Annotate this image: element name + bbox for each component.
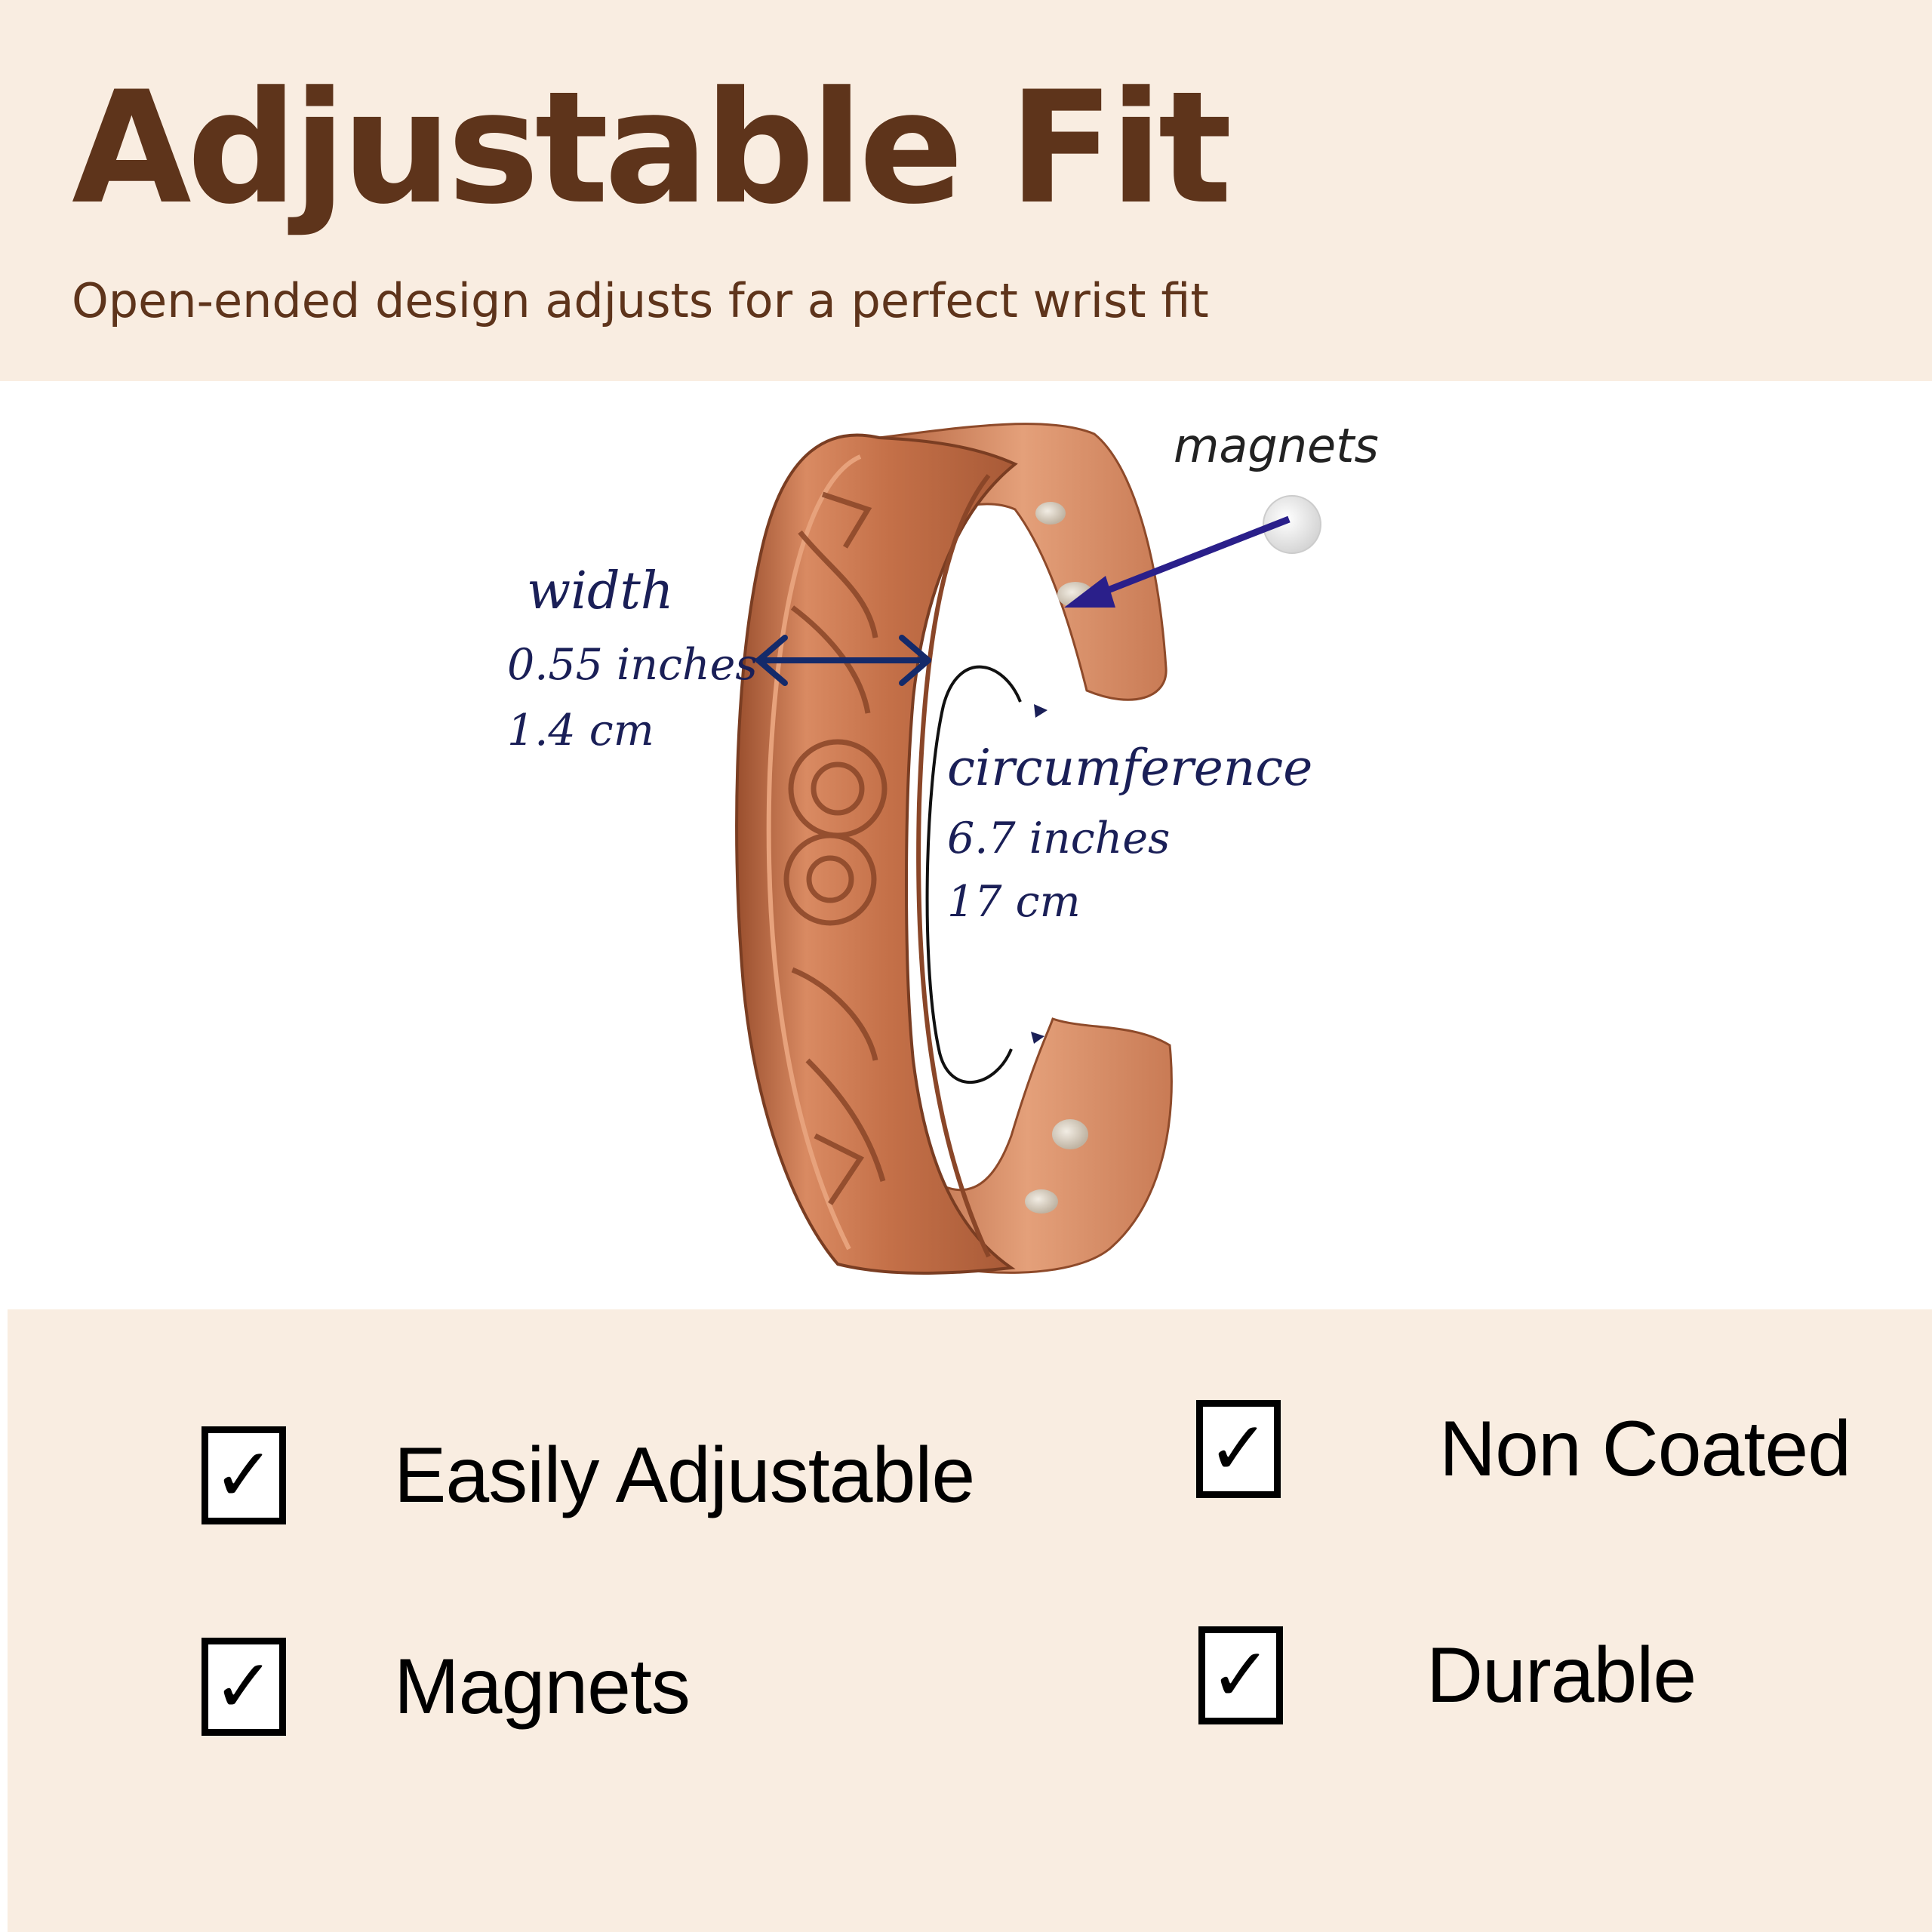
checkbox-checked-icon: ✓ (1198, 1626, 1283, 1724)
width-cm-value: 1.4 cm (507, 706, 654, 755)
checkbox-checked-icon: ✓ (1196, 1400, 1281, 1498)
circumference-label: circumference (947, 739, 1313, 797)
width-double-arrow (755, 635, 931, 686)
engraved-pattern (783, 491, 888, 1205)
bracelet-outer-band (735, 433, 1018, 1275)
magnets-label: magnets (1174, 418, 1379, 473)
feature-item-easily-adjustable: ✓ Easily Adjustable (202, 1426, 975, 1524)
feature-item-durable: ✓ Durable (1198, 1626, 1697, 1724)
feature-item-magnets: ✓ Magnets (202, 1638, 691, 1736)
circumference-cm-value: 17 cm (947, 877, 1081, 927)
feature-item-non-coated: ✓ Non Coated (1196, 1400, 1851, 1498)
width-label: width (527, 561, 674, 621)
checkbox-checked-icon: ✓ (202, 1638, 286, 1736)
feature-label: Non Coated (1439, 1404, 1851, 1493)
circumference-arc-icon (925, 665, 1022, 1084)
product-illustration: width 0.55 inches 1.4 cm circumference 6… (0, 381, 1932, 1309)
magnet-dot (1035, 502, 1066, 525)
magnet-dot (1052, 1119, 1088, 1149)
features-band: ✓ Easily Adjustable ✓ Magnets ✓ Non Coat… (8, 1309, 1932, 1932)
magnet-dot (1025, 1189, 1058, 1214)
page-subtitle: Open-ended design adjusts for a perfect … (72, 273, 1209, 328)
width-inches-value: 0.55 inches (507, 640, 758, 690)
magnet-pointer-arrow (1085, 515, 1291, 602)
page-title: Adjustable Fit (72, 59, 1232, 238)
circumference-inches-value: 6.7 inches (947, 814, 1171, 863)
checkbox-checked-icon: ✓ (202, 1426, 286, 1524)
magnet-disc-icon (1263, 495, 1321, 554)
header-band: Adjustable Fit Open-ended design adjusts… (0, 0, 1932, 381)
feature-label: Durable (1426, 1631, 1697, 1719)
feature-label: Easily Adjustable (394, 1431, 975, 1519)
feature-label: Magnets (394, 1642, 691, 1730)
bracelet-image (735, 423, 1321, 1275)
